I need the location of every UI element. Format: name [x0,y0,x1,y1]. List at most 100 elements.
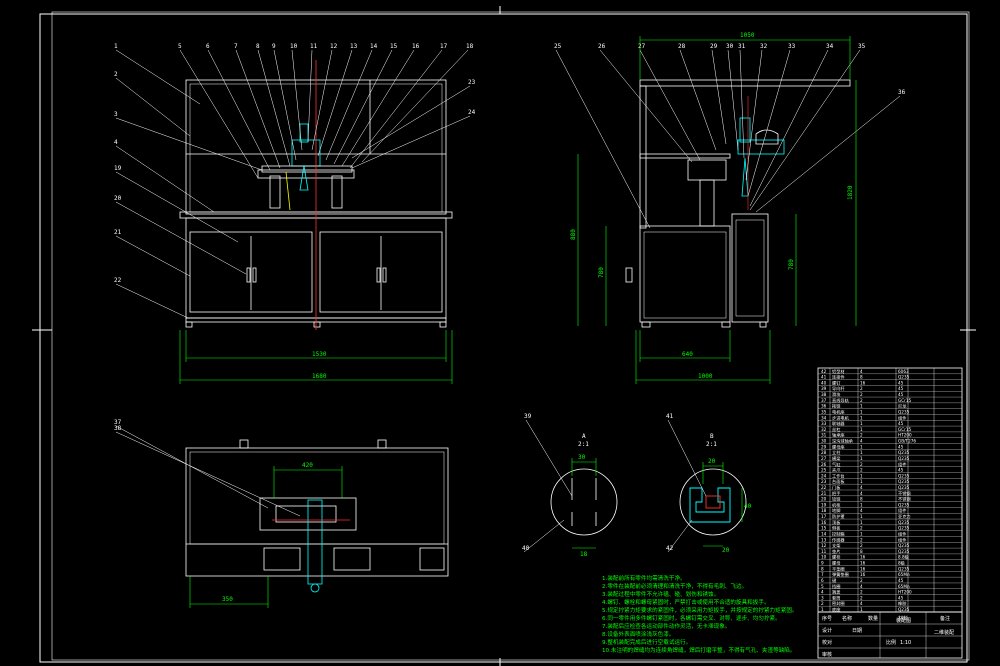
table-cell-no: 22 [821,485,827,490]
table-cell-name: 传感器 [832,536,845,543]
balloon-label: 23 [468,79,476,86]
section-a-scale: 2:1 [578,441,589,448]
balloon-label: 36 [898,89,906,96]
table-cell-name: 顶板 [832,519,841,526]
balloon-label: 34 [826,43,834,50]
dim-section-a-top: 30 [578,454,586,461]
section-b-profile[interactable] [689,487,731,523]
table-cell-no: 33 [821,421,827,426]
balloon-label: 2 [114,71,118,78]
table-cell-qty: 2 [860,468,863,473]
top-gantry-arm[interactable] [272,499,350,593]
table-cell-name: 工作台 [832,472,845,479]
table-cell-qty: 2 [860,398,863,403]
table-cell-qty: 2 [860,526,863,531]
table-cell-no: 29 [821,444,827,449]
table-cell-qty: 4 [860,369,863,374]
table-cell-no: 1 [821,607,824,612]
title-block[interactable]: 序号 名称 数量 材料 备注 设计 校对 审核 日期 装配图 二维装配 比例 1… [817,611,963,659]
note-line: 6.同一零件用多件螺钉紧固时，各螺钉需交叉、对称、逐步、均匀拧紧。 [602,614,781,622]
table-cell-qty: 2 [860,578,863,583]
table-cell-name: 螺母座 [832,443,845,450]
table-cell-name: 防护罩 [832,513,845,520]
balloon-label: 15 [390,43,398,50]
table-cell-name: 挡圈 [832,583,840,590]
balloon-label: 20 [114,195,122,202]
leader-line [235,49,281,169]
leader-line [747,49,791,197]
front-gantry-mechanism[interactable] [261,123,353,211]
table-cell-mat: Q235 [898,520,910,525]
table-cell-no: 25 [821,468,827,473]
note-line: 9.整机装配完成后进行空载试运行。 [602,638,691,646]
table-cell-no: 40 [821,380,827,385]
table-cell-mat: Q235 [898,479,910,484]
table-cell-name: 密封圈 [832,600,845,607]
table-cell-name: 螺栓 [832,554,841,561]
table-cell-name: 端盖 [832,589,840,596]
dim-side-overall: 1000 [698,373,713,380]
table-cell-no: 39 [821,386,827,391]
table-cell-name: 连接件 [832,374,845,381]
drawing-name: 装配图 [896,617,911,624]
table-cell-mat: Q235 [898,566,910,571]
balloon-label: 26 [598,43,606,50]
balloon-label: 4 [114,139,118,146]
leader-line [115,431,301,517]
table-cell-name: 直线导轨 [832,397,850,404]
side-view[interactable] [625,79,851,328]
table-cell-name: 套筒 [832,594,840,601]
note-line: 10.未注明的焊缝均为连续角焊缝，焊后打磨平整，不得有气孔、夹渣等缺陷。 [602,646,796,654]
balloon-label: 3 [114,111,118,118]
top-view[interactable] [185,439,449,577]
leader-line [257,49,291,167]
scale-value: 1:10 [900,640,911,646]
table-cell-name: 滑块 [832,391,841,398]
dim-side-height-cabinet: 780 [598,267,605,278]
table-cell-mat: 45 [898,392,904,397]
table-cell-qty: 1 [860,514,863,519]
table-cell-mat: 组件 [898,507,906,514]
leader-line [727,49,739,151]
balloon-label: 12 [330,43,338,50]
dim-section-a-bottom: 18 [580,551,588,558]
sign-date: 日期 [852,628,862,634]
table-cell-qty: 8 [860,549,863,554]
table-cell-name: 螺钉 [832,379,841,386]
table-cell-mat: 不锈钢 [898,490,911,497]
leader-line [667,519,693,553]
section-a-detail[interactable] [550,468,618,536]
table-cell-mat: 45 [898,595,904,600]
leader-line [115,425,269,509]
table-cell-mat: Q235 [898,456,910,461]
table-cell-qty: 4 [860,439,863,444]
table-cell-name: 步进电机 [832,414,850,421]
note-line: 7.装配后应检查各运动部件动作灵活，无卡滞现象。 [602,622,730,630]
table-cell-name: 键 [832,577,837,584]
balloon-label: 42 [666,545,674,552]
dim-section-b-bottom: 20 [722,547,730,554]
title-block-header-no: 序号 [822,615,832,622]
balloon-label: 21 [114,229,122,236]
table-cell-no: 27 [821,456,827,461]
balloon-label: 38 [114,425,122,432]
section-b-detail[interactable] [679,468,747,536]
table-cell-name: 导向杆 [832,385,845,392]
table-cell-mat: 尼龙 [898,403,907,410]
balloon-label: 5 [178,43,182,50]
section-a-dimensions [571,458,597,549]
table-cell-name: 弹簧垫圈 [832,571,849,578]
balloon-label: 22 [114,277,122,284]
table-cell-qty: 1 [860,473,863,478]
